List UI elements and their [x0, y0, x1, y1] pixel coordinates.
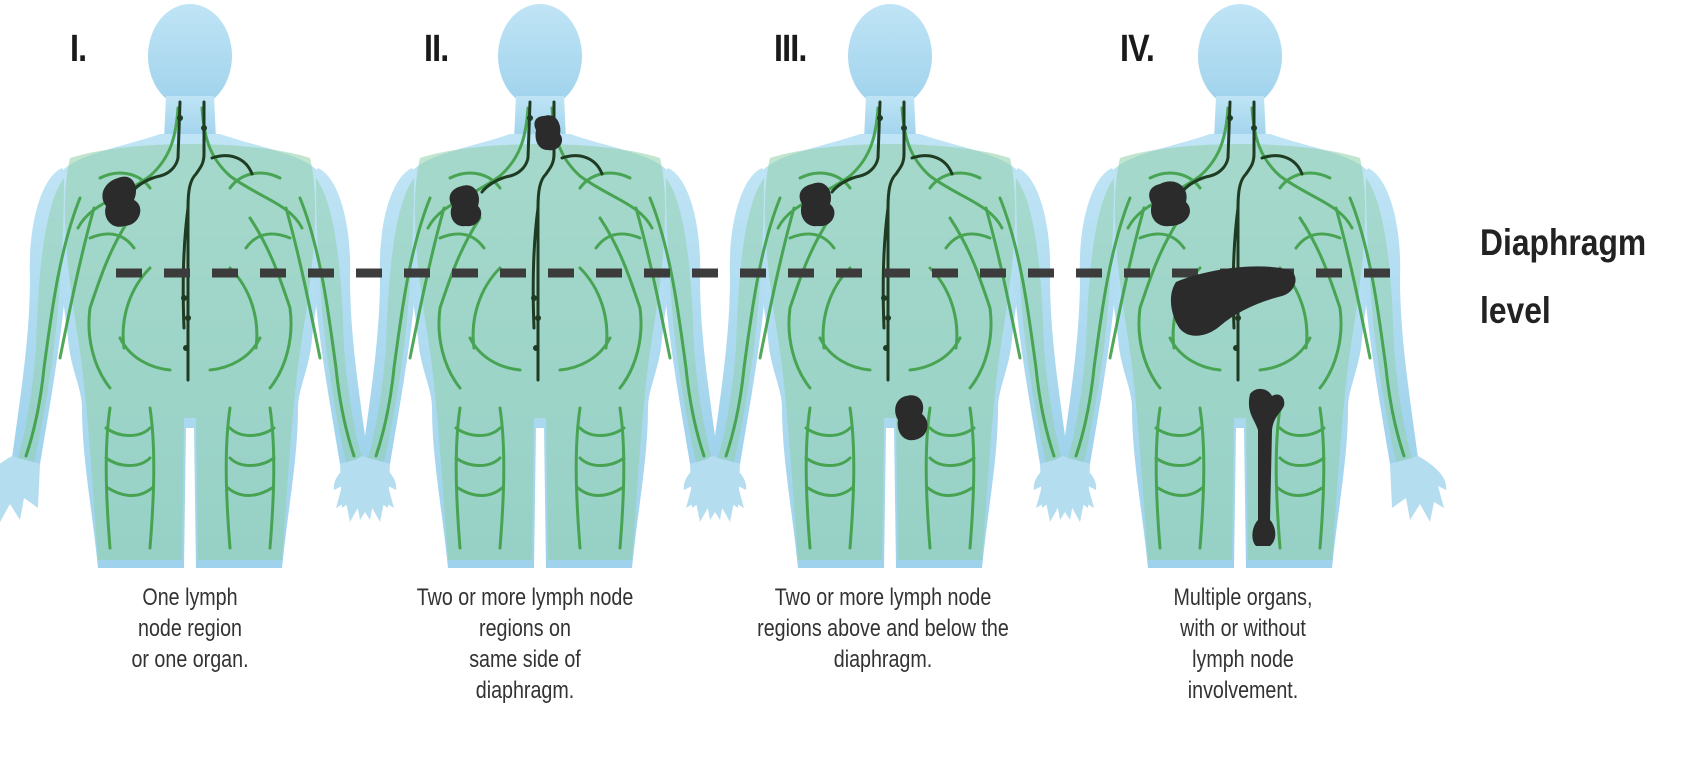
caption-stage-3: Two or more lymph node regions above and… [748, 582, 1019, 675]
tumor-axillary-stage-1 [102, 177, 140, 227]
caption-line: regions on [390, 613, 661, 644]
caption-line: involvement. [1108, 675, 1379, 706]
stage-label-2: II. [424, 28, 448, 71]
stage-label-3: III. [774, 28, 806, 71]
caption-line: diaphragm. [748, 644, 1019, 675]
caption-line: Two or more lymph node [748, 582, 1019, 613]
caption-line: or one organ. [55, 644, 326, 675]
diaphragm-label: Diaphragm [1480, 222, 1646, 264]
caption-line: lymph node [1108, 644, 1379, 675]
caption-line: diaphragm. [390, 675, 661, 706]
stage-label-4: IV. [1120, 28, 1154, 71]
caption-line: regions above and below the [748, 613, 1019, 644]
caption-line: Two or more lymph node [390, 582, 661, 613]
caption-line: Multiple organs, [1108, 582, 1379, 613]
caption-stage-4: Multiple organs, with or without lymph n… [1108, 582, 1379, 706]
diaphragm-level-label: level [1480, 290, 1551, 332]
caption-line: same side of [390, 644, 661, 675]
stage-label-1: I. [70, 28, 86, 71]
caption-stage-2: Two or more lymph node regions on same s… [390, 582, 661, 706]
caption-line: with or without [1108, 613, 1379, 644]
tumor-axillary-stage-2 [450, 185, 482, 226]
caption-stage-1: One lymph node region or one organ. [55, 582, 326, 675]
caption-line: node region [55, 613, 326, 644]
caption-line: One lymph [55, 582, 326, 613]
